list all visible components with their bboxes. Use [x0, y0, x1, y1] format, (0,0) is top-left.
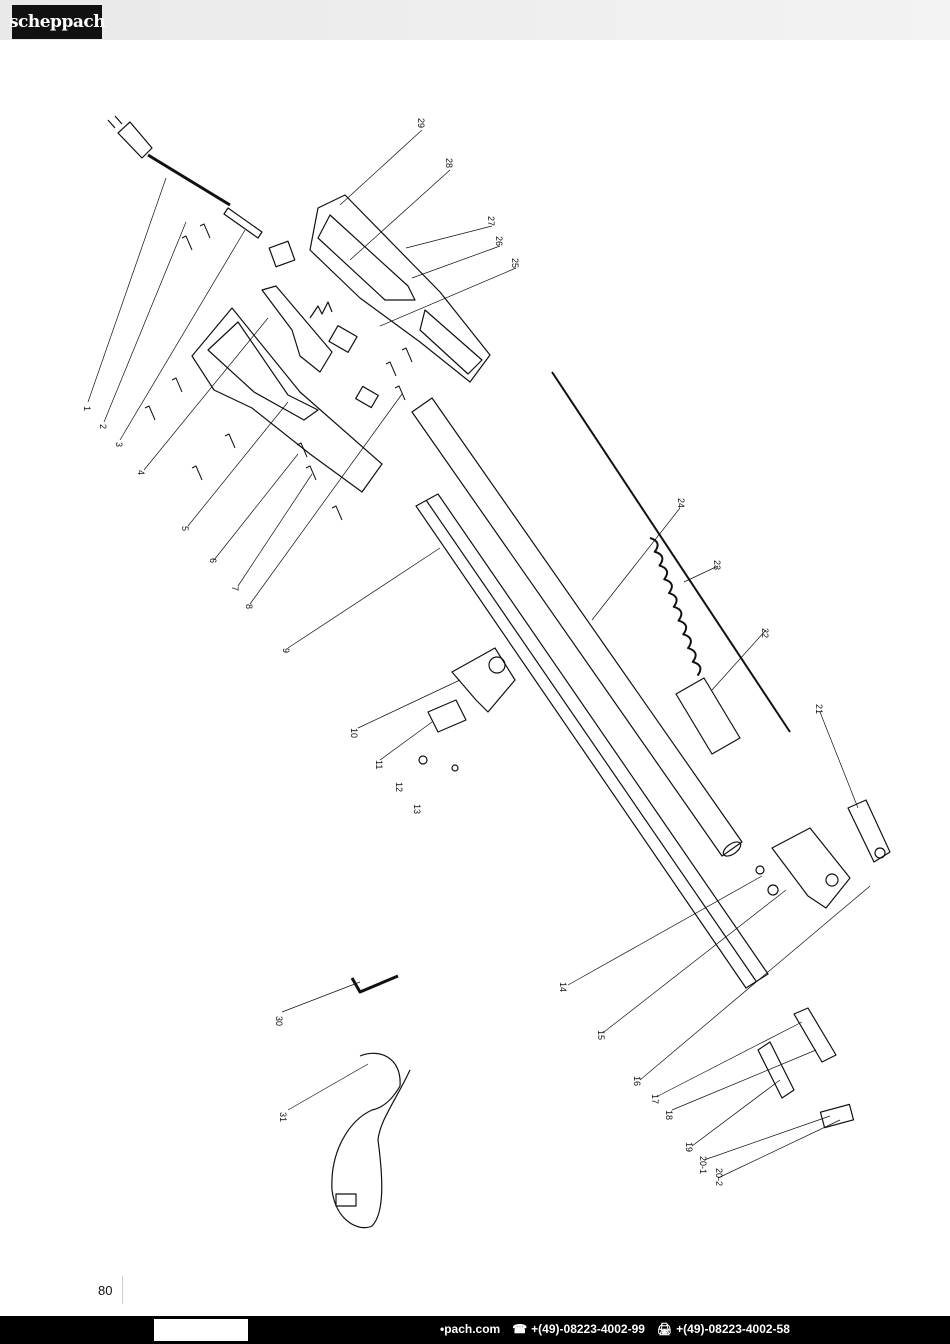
part-label: 9: [281, 648, 291, 653]
part-label: 6: [208, 558, 218, 563]
fax-icon: 🖨: [656, 1322, 673, 1336]
clamp-ring-large: [451, 647, 516, 713]
part-label: 27: [486, 216, 496, 226]
diagram-strokes: [87, 115, 891, 1229]
phone-icon: ☎: [512, 1322, 528, 1336]
part-label: 13: [412, 804, 422, 814]
part-label: 24: [676, 498, 686, 508]
part-label: 10: [349, 728, 359, 738]
page-number: 80: [98, 1283, 113, 1298]
part-label: 22: [760, 628, 770, 638]
part-label: 4: [136, 470, 146, 475]
footer-bar: •pach.com ☎ +(49)-08223-4002-99 🖨 +(49)-…: [0, 1316, 950, 1344]
footer-white-box: [154, 1319, 248, 1341]
part-label: 17: [650, 1094, 660, 1104]
part-label: 30: [274, 1016, 284, 1026]
part-label: 12: [394, 782, 404, 792]
brand-logo: scheppach: [9, 5, 106, 39]
protective-spring: [649, 537, 702, 677]
power-cord-part: [107, 115, 263, 239]
part-label: 18: [664, 1110, 674, 1120]
label-plate: [819, 1103, 855, 1129]
switch-part: [328, 325, 358, 353]
sleeve-part: [675, 677, 741, 755]
part-label: 8: [244, 604, 254, 609]
drive-cable: [551, 371, 791, 733]
footer-website[interactable]: •pach.com: [440, 1322, 501, 1336]
coupling-part: [793, 1007, 837, 1063]
part-label: 5: [180, 526, 190, 531]
spring-part: [309, 301, 333, 319]
connector-part: [355, 385, 379, 409]
part-label: 20-1: [698, 1156, 708, 1174]
screws: [144, 223, 413, 521]
gear-head: [755, 799, 891, 909]
part-label: 14: [558, 982, 568, 992]
handle-housing-upper: [309, 194, 491, 383]
part-label: 20-2: [714, 1168, 724, 1186]
part-label: 23: [712, 560, 722, 570]
part-label: 7: [230, 586, 240, 591]
part-label: 11: [374, 760, 384, 769]
part-label: 31: [278, 1112, 288, 1122]
part-label: 29: [416, 118, 426, 128]
cable-clamp-part: [268, 240, 296, 268]
page-divider: [122, 1276, 123, 1304]
part-label: 2: [98, 424, 108, 429]
part-label: 25: [510, 258, 520, 268]
part-number-labels: 1 2 3 4 5 6 7 8 9 10 11 12 13 14 15 16 1…: [82, 118, 824, 1186]
part-label: 19: [684, 1142, 694, 1152]
shoulder-strap: [331, 1052, 411, 1229]
part-label: 28: [444, 158, 454, 168]
trigger-lever: [261, 285, 333, 373]
hex-key: [350, 974, 399, 994]
part-label: 1: [82, 406, 92, 411]
part-label: 16: [632, 1076, 642, 1086]
footer-phone: +(49)-08223-4002-99: [531, 1322, 645, 1336]
handle-housing-lower: [191, 307, 383, 493]
shaft-end-part: [757, 1041, 795, 1099]
clamp-ring-small: [427, 699, 467, 733]
header-band: [0, 0, 950, 40]
upper-shaft: [411, 397, 743, 857]
part-label: 3: [114, 442, 124, 447]
exploded-parts-diagram: 1 2 3 4 5 6 7 8 9 10 11 12 13 14 15 16 1…: [82, 115, 891, 1229]
part-label: 26: [494, 236, 504, 246]
lower-shaft: [415, 493, 769, 989]
leader-lines: [87, 129, 871, 1179]
footer-fax: +(49)-08223-4002-58: [676, 1322, 790, 1336]
part-label: 21: [814, 704, 824, 714]
footer-contact: •pach.com ☎ +(49)-08223-4002-99 🖨 +(49)-…: [440, 1322, 790, 1336]
part-label: 15: [596, 1030, 606, 1040]
